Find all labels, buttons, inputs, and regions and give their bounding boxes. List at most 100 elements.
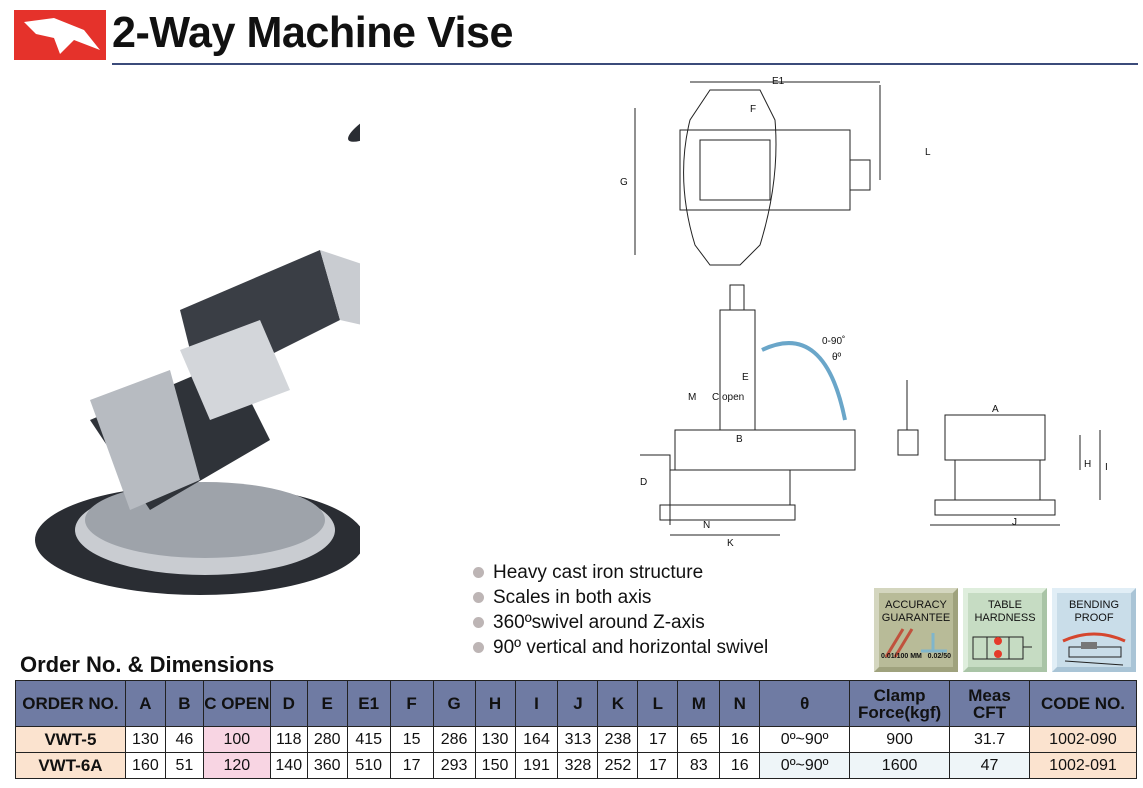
column-header: N: [719, 680, 761, 727]
feature-text: 90º vertical and horizontal swivel: [493, 636, 769, 658]
column-header: CODE NO.: [1028, 680, 1138, 727]
order-number-cell: VWT-5: [15, 726, 126, 753]
dimension-cell: 16: [719, 752, 761, 779]
label-k: K: [727, 538, 734, 549]
dimension-cell: 150: [474, 752, 516, 779]
label-g: G: [620, 177, 628, 188]
dimension-cell: 140: [269, 752, 308, 779]
bending-icon: [1062, 632, 1126, 666]
column-header: B: [164, 680, 204, 727]
bending-proof-badge: BENDING PROOF: [1052, 588, 1136, 672]
dimension-cell: 238: [597, 726, 639, 753]
label-h: H: [1084, 459, 1091, 470]
dimension-cell: 65: [677, 726, 721, 753]
dimension-cell: 17: [637, 752, 679, 779]
dimension-cell: 31.7: [949, 726, 1030, 753]
bullet-icon: [473, 567, 484, 578]
brand-logo: [14, 10, 106, 60]
dimension-cell: 17: [637, 726, 679, 753]
dimension-cell: 16: [719, 726, 761, 753]
column-header: K: [597, 680, 639, 727]
label-f: F: [750, 104, 756, 115]
hardness-icon: [972, 636, 1032, 660]
label-i: I: [1105, 462, 1108, 473]
label-l: L: [925, 147, 931, 158]
technical-drawing: E1 F G L 0-90˚ θº E M C open B D N K A H…: [620, 76, 1108, 549]
page-title: 2-Way Machine Vise: [112, 8, 513, 57]
badge-accuracy-value: 0.01/100 MM: [881, 653, 922, 660]
dimension-cell: 51: [164, 752, 204, 779]
column-header: I: [514, 680, 559, 727]
bullet-icon: [473, 592, 484, 603]
dimension-cell: 164: [514, 726, 559, 753]
dimension-cell: 0º~90º: [759, 726, 851, 753]
dimension-cell: 252: [597, 752, 639, 779]
dimension-cell: 15: [389, 726, 434, 753]
column-header: L: [637, 680, 679, 727]
column-header: J: [557, 680, 599, 727]
bullet-icon: [473, 642, 484, 653]
column-header: E: [306, 680, 348, 727]
column-header: ORDER NO.: [15, 680, 126, 727]
dimension-cell: 130: [474, 726, 516, 753]
feature-item: Heavy cast iron structure: [473, 560, 768, 585]
column-header: G: [432, 680, 476, 727]
label-j: J: [1012, 517, 1017, 528]
feature-item: Scales in both axis: [473, 585, 768, 610]
column-header: E1: [346, 680, 391, 727]
dimension-cell: 280: [306, 726, 348, 753]
feature-text: Scales in both axis: [493, 586, 652, 608]
code-number-cell: 1002-090: [1028, 726, 1138, 753]
column-header: Clamp Force(kgf): [849, 680, 951, 727]
accuracy-icon: [884, 628, 947, 658]
label-b: B: [736, 434, 743, 445]
badge-title: TABLE HARDNESS: [974, 599, 1036, 624]
feature-list: Heavy cast iron structure Scales in both…: [473, 560, 768, 660]
dimension-cell: 0º~90º: [759, 752, 851, 779]
dimension-cell: 17: [389, 752, 434, 779]
dimension-cell: 120: [202, 752, 271, 779]
dimension-cell: 510: [346, 752, 391, 779]
column-header: D: [269, 680, 308, 727]
section-title: Order No. & Dimensions: [20, 652, 275, 677]
badge-title: BENDING PROOF: [1068, 599, 1120, 624]
dimension-cell: 160: [124, 752, 166, 779]
feature-text: Heavy cast iron structure: [493, 561, 704, 583]
label-d: D: [640, 477, 647, 488]
column-header: A: [124, 680, 166, 727]
feature-item: 360ºswivel around Z-axis: [473, 610, 768, 635]
label-a: A: [992, 404, 999, 415]
bullet-icon: [473, 617, 484, 628]
dimension-cell: 100: [202, 726, 271, 753]
dimension-cell: 415: [346, 726, 391, 753]
table-hardness-badge: TABLE HARDNESS: [963, 588, 1047, 672]
column-header: Meas CFT: [949, 680, 1030, 727]
vise-product-photo: [35, 98, 360, 595]
column-header: M: [677, 680, 721, 727]
dimension-cell: 83: [677, 752, 721, 779]
dimension-cell: 47: [949, 752, 1030, 779]
dimension-cell: 286: [432, 726, 476, 753]
label-m: M: [688, 392, 696, 403]
dimension-cell: 46: [164, 726, 204, 753]
label-e: E: [742, 372, 749, 383]
dimension-cell: 118: [269, 726, 308, 753]
label-c: C open: [712, 392, 744, 403]
column-header: C OPEN: [202, 680, 271, 727]
label-angle: 0-90˚: [822, 335, 845, 347]
dimension-cell: 1600: [849, 752, 951, 779]
feature-text: 360ºswivel around Z-axis: [493, 611, 705, 633]
dimension-cell: 130: [124, 726, 166, 753]
dimension-cell: 328: [557, 752, 599, 779]
label-theta: θº: [832, 352, 842, 363]
label-e1: E1: [772, 76, 785, 87]
feature-item: 90º vertical and horizontal swivel: [473, 635, 768, 660]
column-header: H: [474, 680, 516, 727]
dimension-cell: 293: [432, 752, 476, 779]
dimension-cell: 360: [306, 752, 348, 779]
